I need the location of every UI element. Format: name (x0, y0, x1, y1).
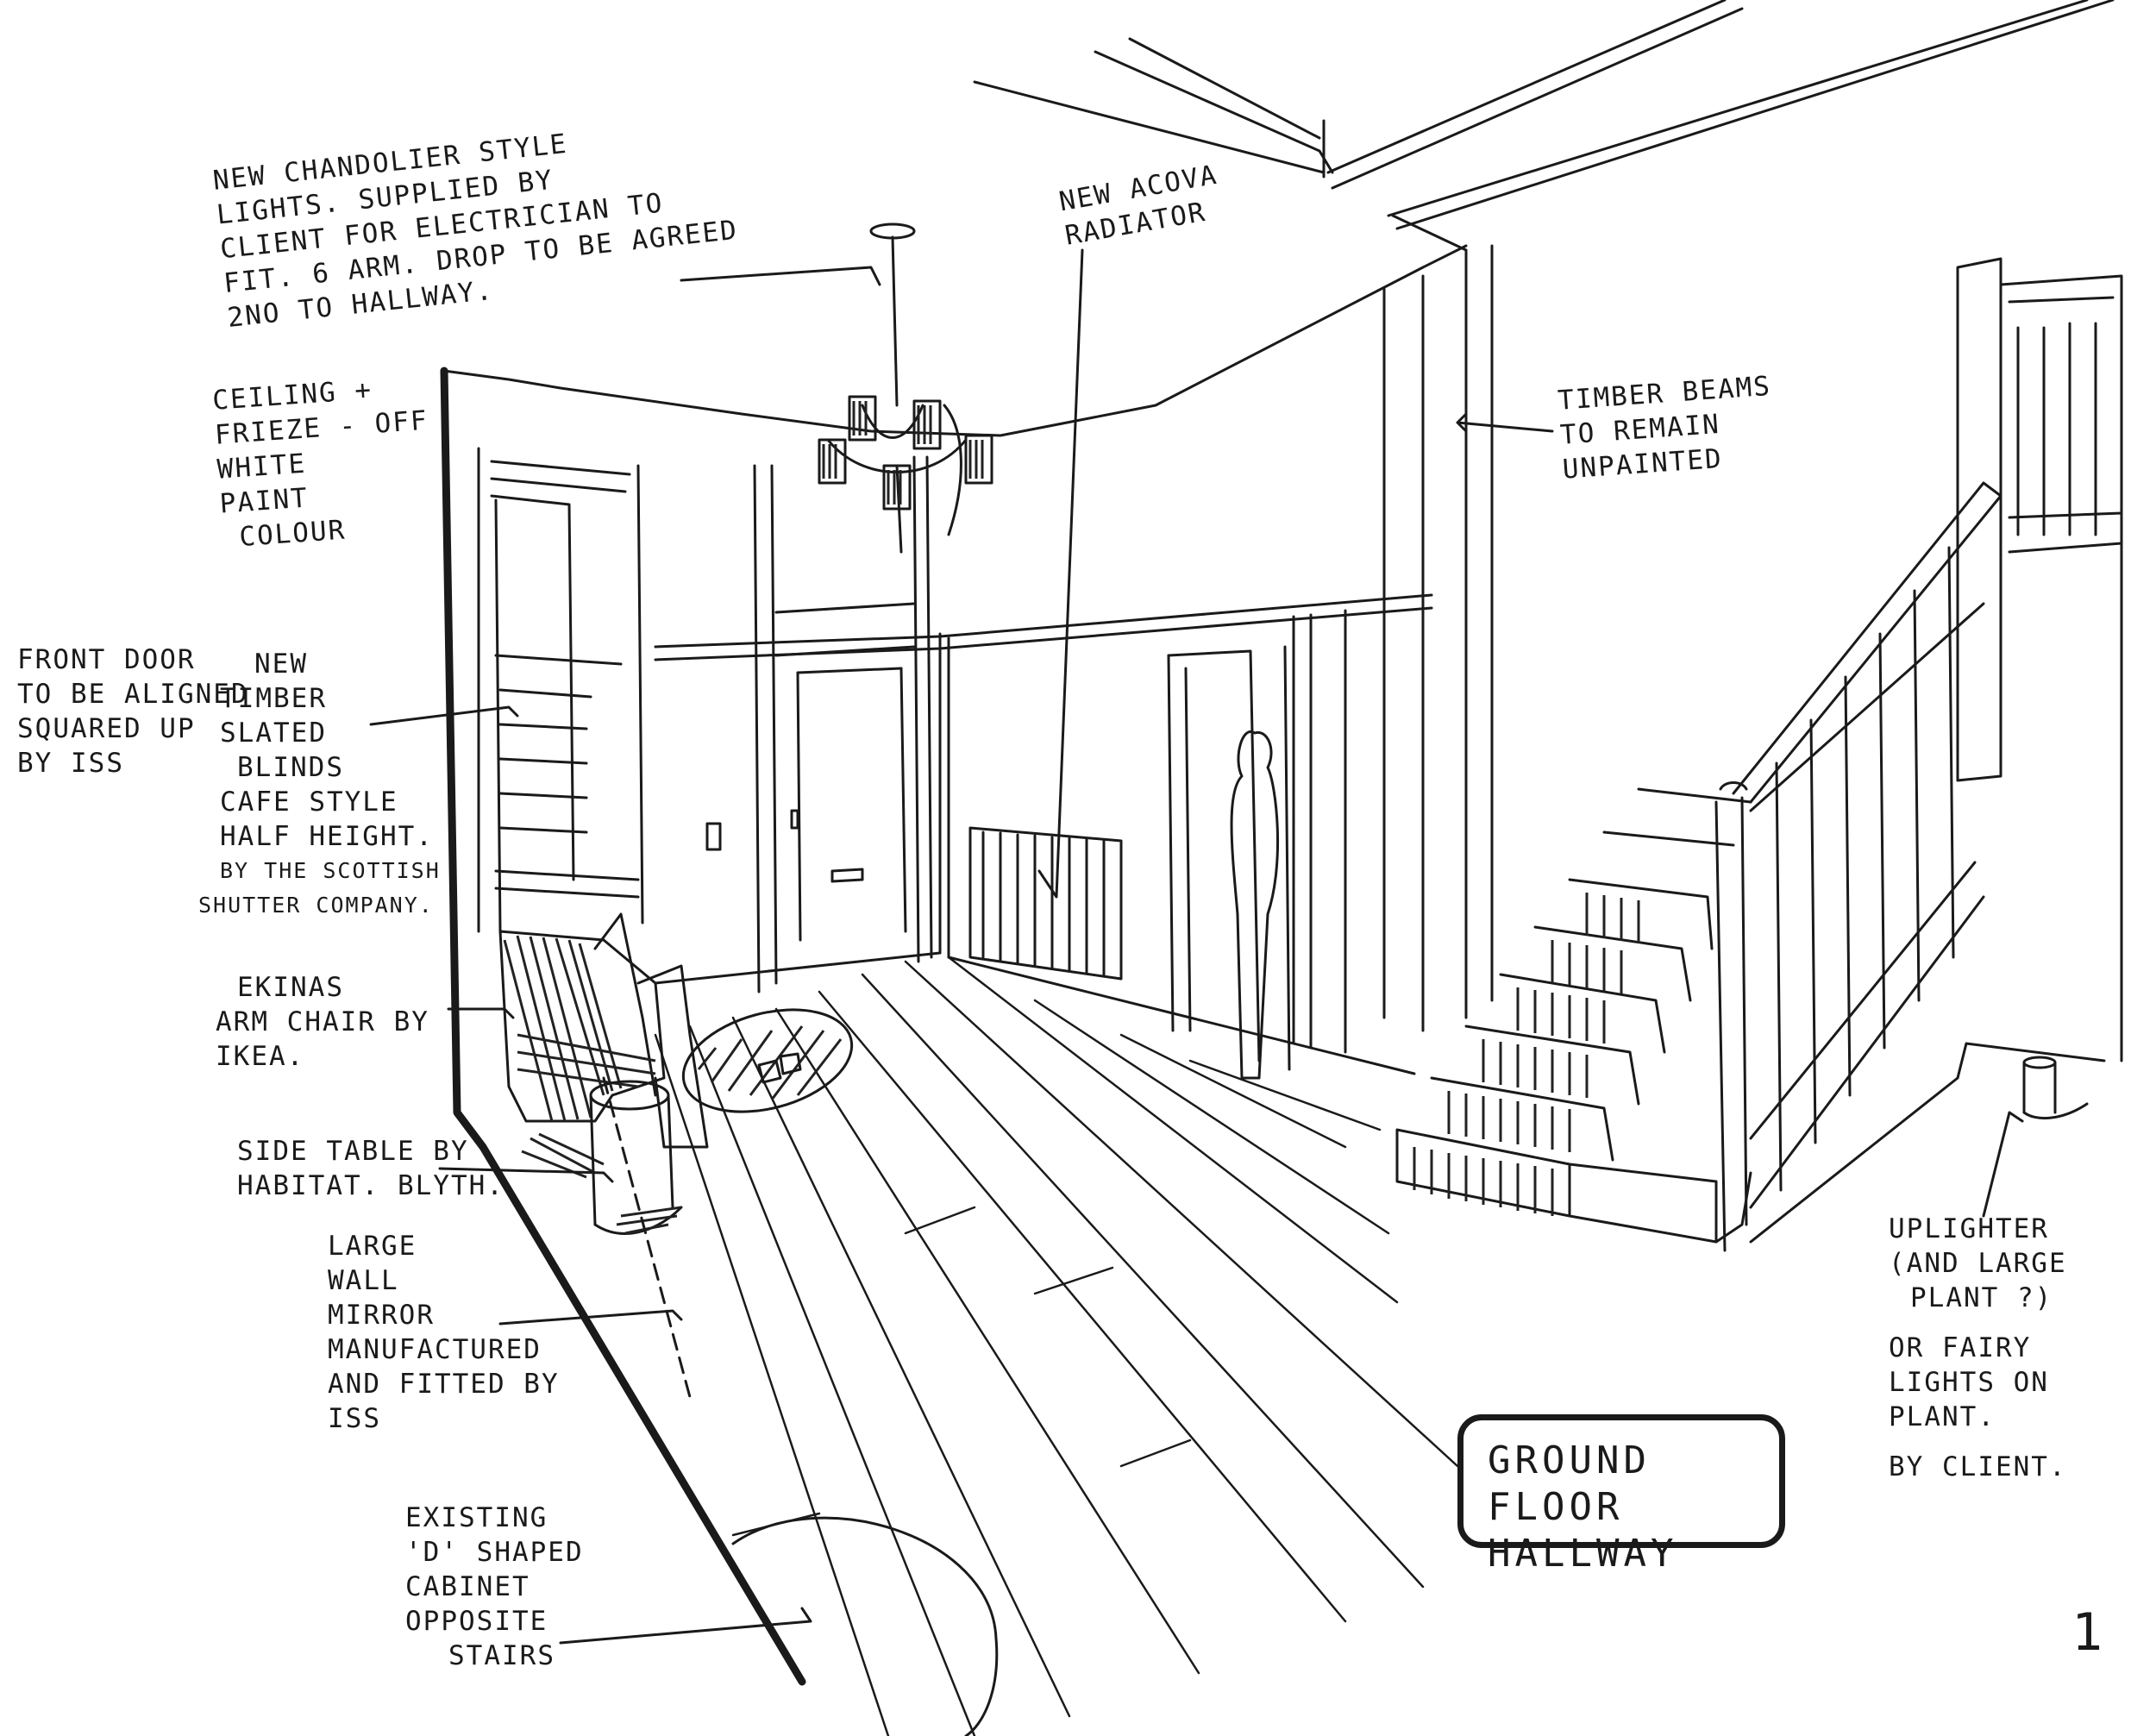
front-door-note: FRONT DOOR TO BE ALIGNED SQUARED UP BY I… (17, 642, 249, 780)
note-line: BY ISS (17, 748, 124, 779)
timber-beams-note: TIMBER BEAMS TO REMAIN UNPAINTED (1557, 369, 1777, 487)
note-line: IKEA. (216, 1041, 305, 1072)
mirror (602, 1076, 692, 1399)
note-line: BY THE SCOTTISH (220, 858, 441, 883)
floorboards (654, 956, 1459, 1736)
note-line: ISS (328, 1403, 381, 1434)
title-line: HALLWAY (1488, 1532, 1678, 1576)
blinds-note: NEW TIMBER SLATED BLINDS CAFE STYLE HALF… (198, 647, 441, 923)
note-line: SIDE TABLE BY (237, 1136, 469, 1167)
note-line: EXISTING (405, 1502, 548, 1533)
stair-runner (1413, 893, 1640, 1216)
armchair (498, 912, 709, 1179)
note-line: AND FITTED BY (328, 1369, 560, 1400)
front-door (705, 455, 933, 993)
note-line: CABINET (405, 1571, 530, 1602)
note-line: PLANT ?) (1910, 1282, 2053, 1313)
uplighter-note: UPLIGHTER (AND LARGE PLANT ?) OR FAIRY L… (1889, 1212, 2067, 1484)
cabinet-note: EXISTING 'D' SHAPED CABINET OPPOSITE STA… (405, 1501, 584, 1673)
staircase (1395, 257, 2123, 1252)
note-line: BY CLIENT. (1889, 1451, 2067, 1482)
drawing-title: GROUND FLOOR HALLWAY (1457, 1414, 1785, 1576)
note-line: STAIRS (448, 1640, 555, 1671)
note-line: HALF HEIGHT. (220, 821, 434, 852)
inner-doorway (1167, 645, 1291, 1080)
note-line: SLATED (220, 718, 327, 749)
back-wall (442, 214, 1494, 1075)
note-line: FRONT DOOR (17, 644, 196, 675)
ceiling-cornice (973, 0, 2115, 230)
note-line: BLINDS (237, 752, 344, 783)
note-line: UPLIGHTER (1889, 1213, 2049, 1244)
note-line: HABITAT. BLYTH. (237, 1170, 505, 1201)
note-line: CAFE STYLE (220, 787, 398, 818)
radiator (968, 826, 1123, 981)
note-line: OR FAIRY (1889, 1332, 2032, 1363)
note-line: WALL (328, 1265, 399, 1296)
d-shaped-cabinet (731, 1516, 999, 1736)
note-line: TIMBER (220, 683, 327, 714)
armchair-note: EKINAS ARM CHAIR BY IKEA. (216, 970, 429, 1074)
note-line: LARGE (328, 1231, 417, 1262)
leader-lines (369, 248, 2024, 1645)
ceiling-note: CEILING + FRIEZE - OFF WHITE PAINT COLOU… (211, 369, 436, 556)
chandelier-shades (822, 401, 984, 505)
note-line: MIRROR (328, 1300, 435, 1331)
note-line: MANUFACTURED (328, 1334, 542, 1365)
chandelier (818, 222, 993, 554)
note-line: ARM CHAIR BY (216, 1006, 429, 1037)
note-line: NEW (254, 649, 308, 680)
left-wall-edge (440, 367, 806, 1686)
title-line: GROUND FLOOR (1488, 1438, 1651, 1529)
side-table-note: SIDE TABLE BY HABITAT. BLYTH. (237, 1134, 505, 1203)
note-line: SQUARED UP (17, 713, 196, 744)
note-line: TO BE ALIGNED (17, 679, 249, 710)
window (477, 447, 644, 933)
note-line: SHUTTER COMPANY. (198, 893, 434, 918)
note-line: (AND LARGE (1889, 1248, 2067, 1279)
note-line: PLANT. (1889, 1401, 1996, 1432)
rug (681, 1008, 854, 1113)
note-line: LIGHTS ON (1889, 1367, 2049, 1398)
mirror-note: LARGE WALL MIRROR MANUFACTURED AND FITTE… (328, 1229, 560, 1436)
note-line: OPPOSITE (405, 1606, 548, 1637)
page-number: 1 (2071, 1602, 2103, 1663)
side-table (589, 1080, 683, 1235)
uplighter (2022, 1056, 2089, 1120)
note-line: EKINAS (237, 972, 344, 1003)
note-line: 'D' SHAPED (405, 1537, 584, 1568)
